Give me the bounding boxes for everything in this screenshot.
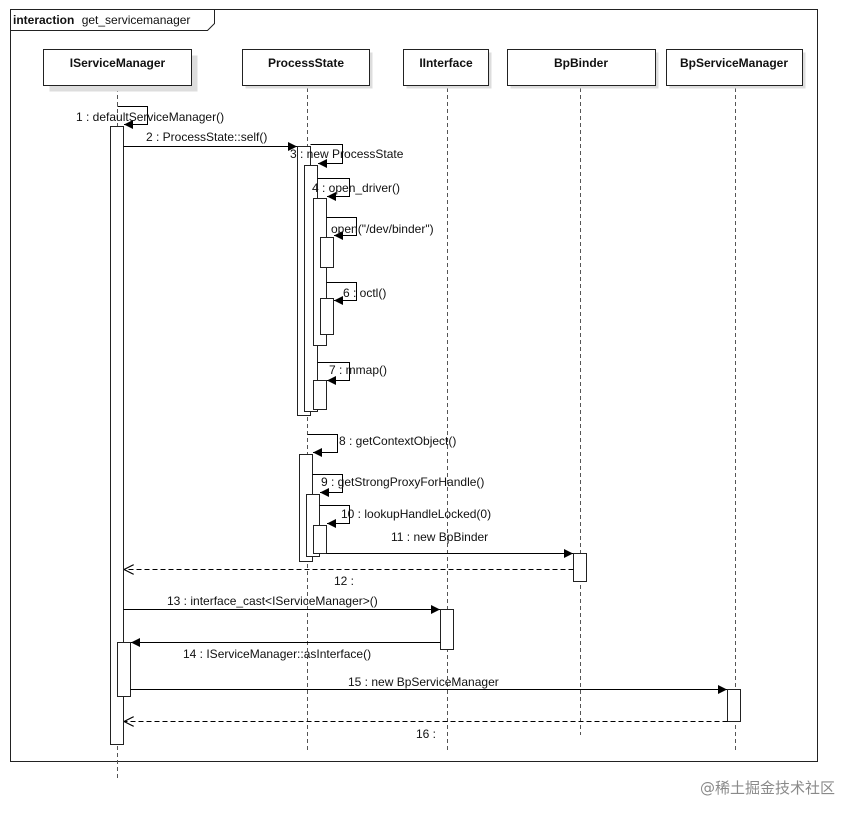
participant-label: IInterface (419, 56, 473, 70)
activation-processstate-mmap (313, 380, 327, 410)
frame-keyword: interaction (13, 13, 74, 27)
msg-15-label: 15 : new BpServiceManager (348, 675, 499, 689)
activation-processstate-open (320, 237, 334, 268)
msg-5-arrow (326, 217, 357, 240)
msg-13-label: 13 : interface_cast<IServiceManager>() (167, 594, 378, 608)
activation-iservicemanager-main (110, 126, 124, 745)
msg-3-label: 3 : new ProcessState (290, 147, 404, 161)
msg-8-arrow (307, 434, 338, 457)
participant-iservicemanager[interactable]: IServiceManager (43, 49, 198, 92)
messages (123, 142, 728, 722)
activation-bpservicemanager (727, 689, 741, 722)
msg-16-label: 16 : (416, 727, 436, 741)
msg-9-label: 9 : getStrongProxyForHandle() (321, 475, 484, 489)
msg-9-arrow (312, 474, 343, 497)
self-calls (117, 106, 357, 528)
participant-label: ProcessState (268, 56, 344, 70)
msg-6-label: 6 : octl() (343, 286, 386, 300)
msg-7-label: 7 : mmap() (329, 363, 387, 377)
activation-processstate-lookup (313, 525, 327, 554)
msg-11-label: 11 : new BpBinder (391, 530, 488, 544)
activation-iservicemanager-asinterface (117, 642, 131, 697)
participant-bpbinder[interactable]: BpBinder (507, 49, 659, 89)
msg-2-label: 2 : ProcessState::self() (146, 130, 267, 144)
msg-1-label: 1 : defaultServiceManager() (76, 110, 224, 124)
activation-bpbinder (573, 553, 587, 582)
frame-title-tab (10, 9, 215, 31)
msg-4-label: 4 : open_driver() (312, 181, 400, 195)
msg-1-arrow (117, 106, 148, 129)
msg-10-arrow (319, 505, 350, 528)
msg-14-label: 14 : IServiceManager::asInterface() (183, 647, 371, 661)
participant-bpservicemanager[interactable]: BpServiceManager (666, 49, 806, 89)
msg-7-arrow (317, 362, 350, 385)
interaction-frame (10, 9, 818, 762)
participant-label: IServiceManager (70, 56, 166, 70)
watermark: @稀土掘金技术社区 (700, 779, 835, 797)
msg-3-arrow (310, 144, 343, 168)
msg-10-label: 10 : lookupHandleLocked(0) (341, 507, 491, 521)
msg-6-arrow (326, 282, 357, 305)
participant-processstate[interactable]: ProcessState (242, 49, 373, 89)
participant-label: BpBinder (554, 56, 608, 70)
msg-12-label: 12 : (334, 574, 354, 588)
msg-8-label: 8 : getContextObject() (339, 434, 456, 448)
activations (110, 126, 741, 745)
frame-name: get_servicemanager (82, 13, 191, 27)
frame-title: interaction get_servicemanager (13, 13, 190, 27)
activation-processstate-ioctl (320, 298, 334, 335)
activation-iinterface (440, 609, 454, 650)
message-labels: 1 : defaultServiceManager() 2 : ProcessS… (76, 110, 499, 741)
participant-iinterface[interactable]: IInterface (403, 49, 492, 89)
participant-label: BpServiceManager (680, 56, 788, 70)
msg-5-label: open("/dev/binder") (331, 222, 434, 236)
msg-4-arrow (317, 178, 350, 201)
